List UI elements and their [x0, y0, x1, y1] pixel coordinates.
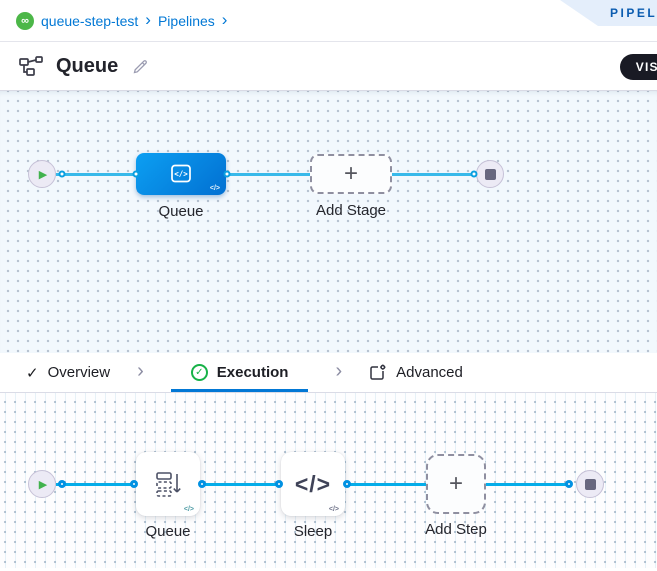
edge-connector [392, 173, 476, 176]
edge-port [198, 480, 206, 488]
add-step-button[interactable]: + [426, 454, 486, 514]
tab-execution-label: Execution [216, 364, 289, 381]
tab-advanced[interactable]: Advanced [369, 353, 463, 392]
code-icon: </> [209, 185, 220, 192]
breadcrumb-pipelines-link[interactable]: Pipelines [157, 12, 215, 29]
plus-icon: + [343, 160, 358, 187]
breadcrumb-bar: ∞ queue-step-test › Pipelines › PIPELINE… [0, 0, 657, 42]
edge-port [223, 170, 231, 178]
step-label: Queue [145, 523, 191, 540]
tab-overview[interactable]: ✓ Overview [26, 353, 110, 392]
add-step-label: Add Step [425, 521, 487, 538]
edge-port [58, 170, 66, 178]
edge-connector [56, 173, 136, 176]
pipeline-title: Queue [56, 54, 119, 77]
check-icon: ✓ [195, 367, 204, 378]
ci-stage-icon: </> [171, 164, 191, 183]
harness-infinity-icon: ∞ [16, 11, 34, 30]
edge-connector [347, 482, 426, 486]
edge-port [58, 480, 66, 488]
check-icon: ✓ [26, 364, 39, 382]
edge-connector [486, 482, 569, 486]
pipeline-studio-ribbon: PIPELINE STUDIO [560, 0, 657, 26]
queue-step-icon [156, 472, 181, 497]
visual-yaml-toggle[interactable]: VISUAL [619, 54, 657, 80]
stage-label: Queue [158, 203, 204, 220]
edge-port [565, 480, 573, 488]
step-label: Sleep [293, 523, 333, 540]
pipeline-icon [18, 55, 44, 77]
code-icon: </> [328, 506, 339, 513]
tab-advanced-label: Advanced [396, 364, 463, 381]
edge-port [275, 480, 283, 488]
chevron-right-icon: › [335, 360, 343, 382]
stage-graph-canvas[interactable]: ▶ </> </> Queue + Add Stage [0, 91, 657, 353]
stop-icon [584, 478, 596, 490]
chevron-right-icon: › [137, 360, 144, 382]
pipeline-header: Queue VISUAL [0, 42, 657, 91]
breadcrumb-project-link[interactable]: queue-step-test [41, 12, 139, 29]
edge-port [343, 480, 351, 488]
pipeline-end-node [476, 160, 504, 188]
execution-graph-canvas[interactable]: ▶ </> Queue </> </> Sleep + Add Step [0, 393, 657, 568]
pipeline-config-tabs: ✓ Overview › ✓ Execution › Advanced [0, 353, 657, 393]
edit-pencil-icon[interactable] [132, 58, 149, 75]
chevron-right-icon: › [145, 10, 151, 29]
code-icon: </> [174, 169, 188, 178]
step-node-sleep[interactable]: </> </> [281, 452, 345, 516]
add-stage-button[interactable]: + [310, 154, 392, 194]
add-stage-label: Add Stage [315, 202, 387, 219]
edge-port [132, 170, 140, 178]
edge-connector [202, 482, 279, 486]
edge-connector [56, 482, 134, 486]
tab-overview-label: Overview [47, 364, 111, 381]
chevron-right-icon: › [221, 10, 228, 29]
advanced-settings-icon [369, 364, 387, 381]
edge-connector [226, 173, 311, 176]
edge-port [470, 170, 478, 178]
execution-end-node [576, 470, 604, 498]
edge-port [130, 480, 138, 488]
code-icon: </> [183, 506, 194, 513]
stop-icon [484, 168, 496, 180]
breadcrumb: ∞ queue-step-test › Pipelines › [16, 10, 228, 30]
plus-icon: + [448, 470, 463, 497]
play-icon: ▶ [38, 478, 48, 491]
pipeline-start-node: ▶ [28, 160, 56, 188]
execution-start-node: ▶ [28, 470, 56, 498]
tab-execution[interactable]: ✓ Execution [170, 353, 309, 392]
stage-node-queue[interactable]: </> </> [136, 153, 226, 195]
check-circle-icon: ✓ [190, 364, 208, 381]
step-node-queue[interactable]: </> [136, 452, 200, 516]
code-icon: </> [294, 470, 332, 497]
play-icon: ▶ [38, 168, 48, 181]
